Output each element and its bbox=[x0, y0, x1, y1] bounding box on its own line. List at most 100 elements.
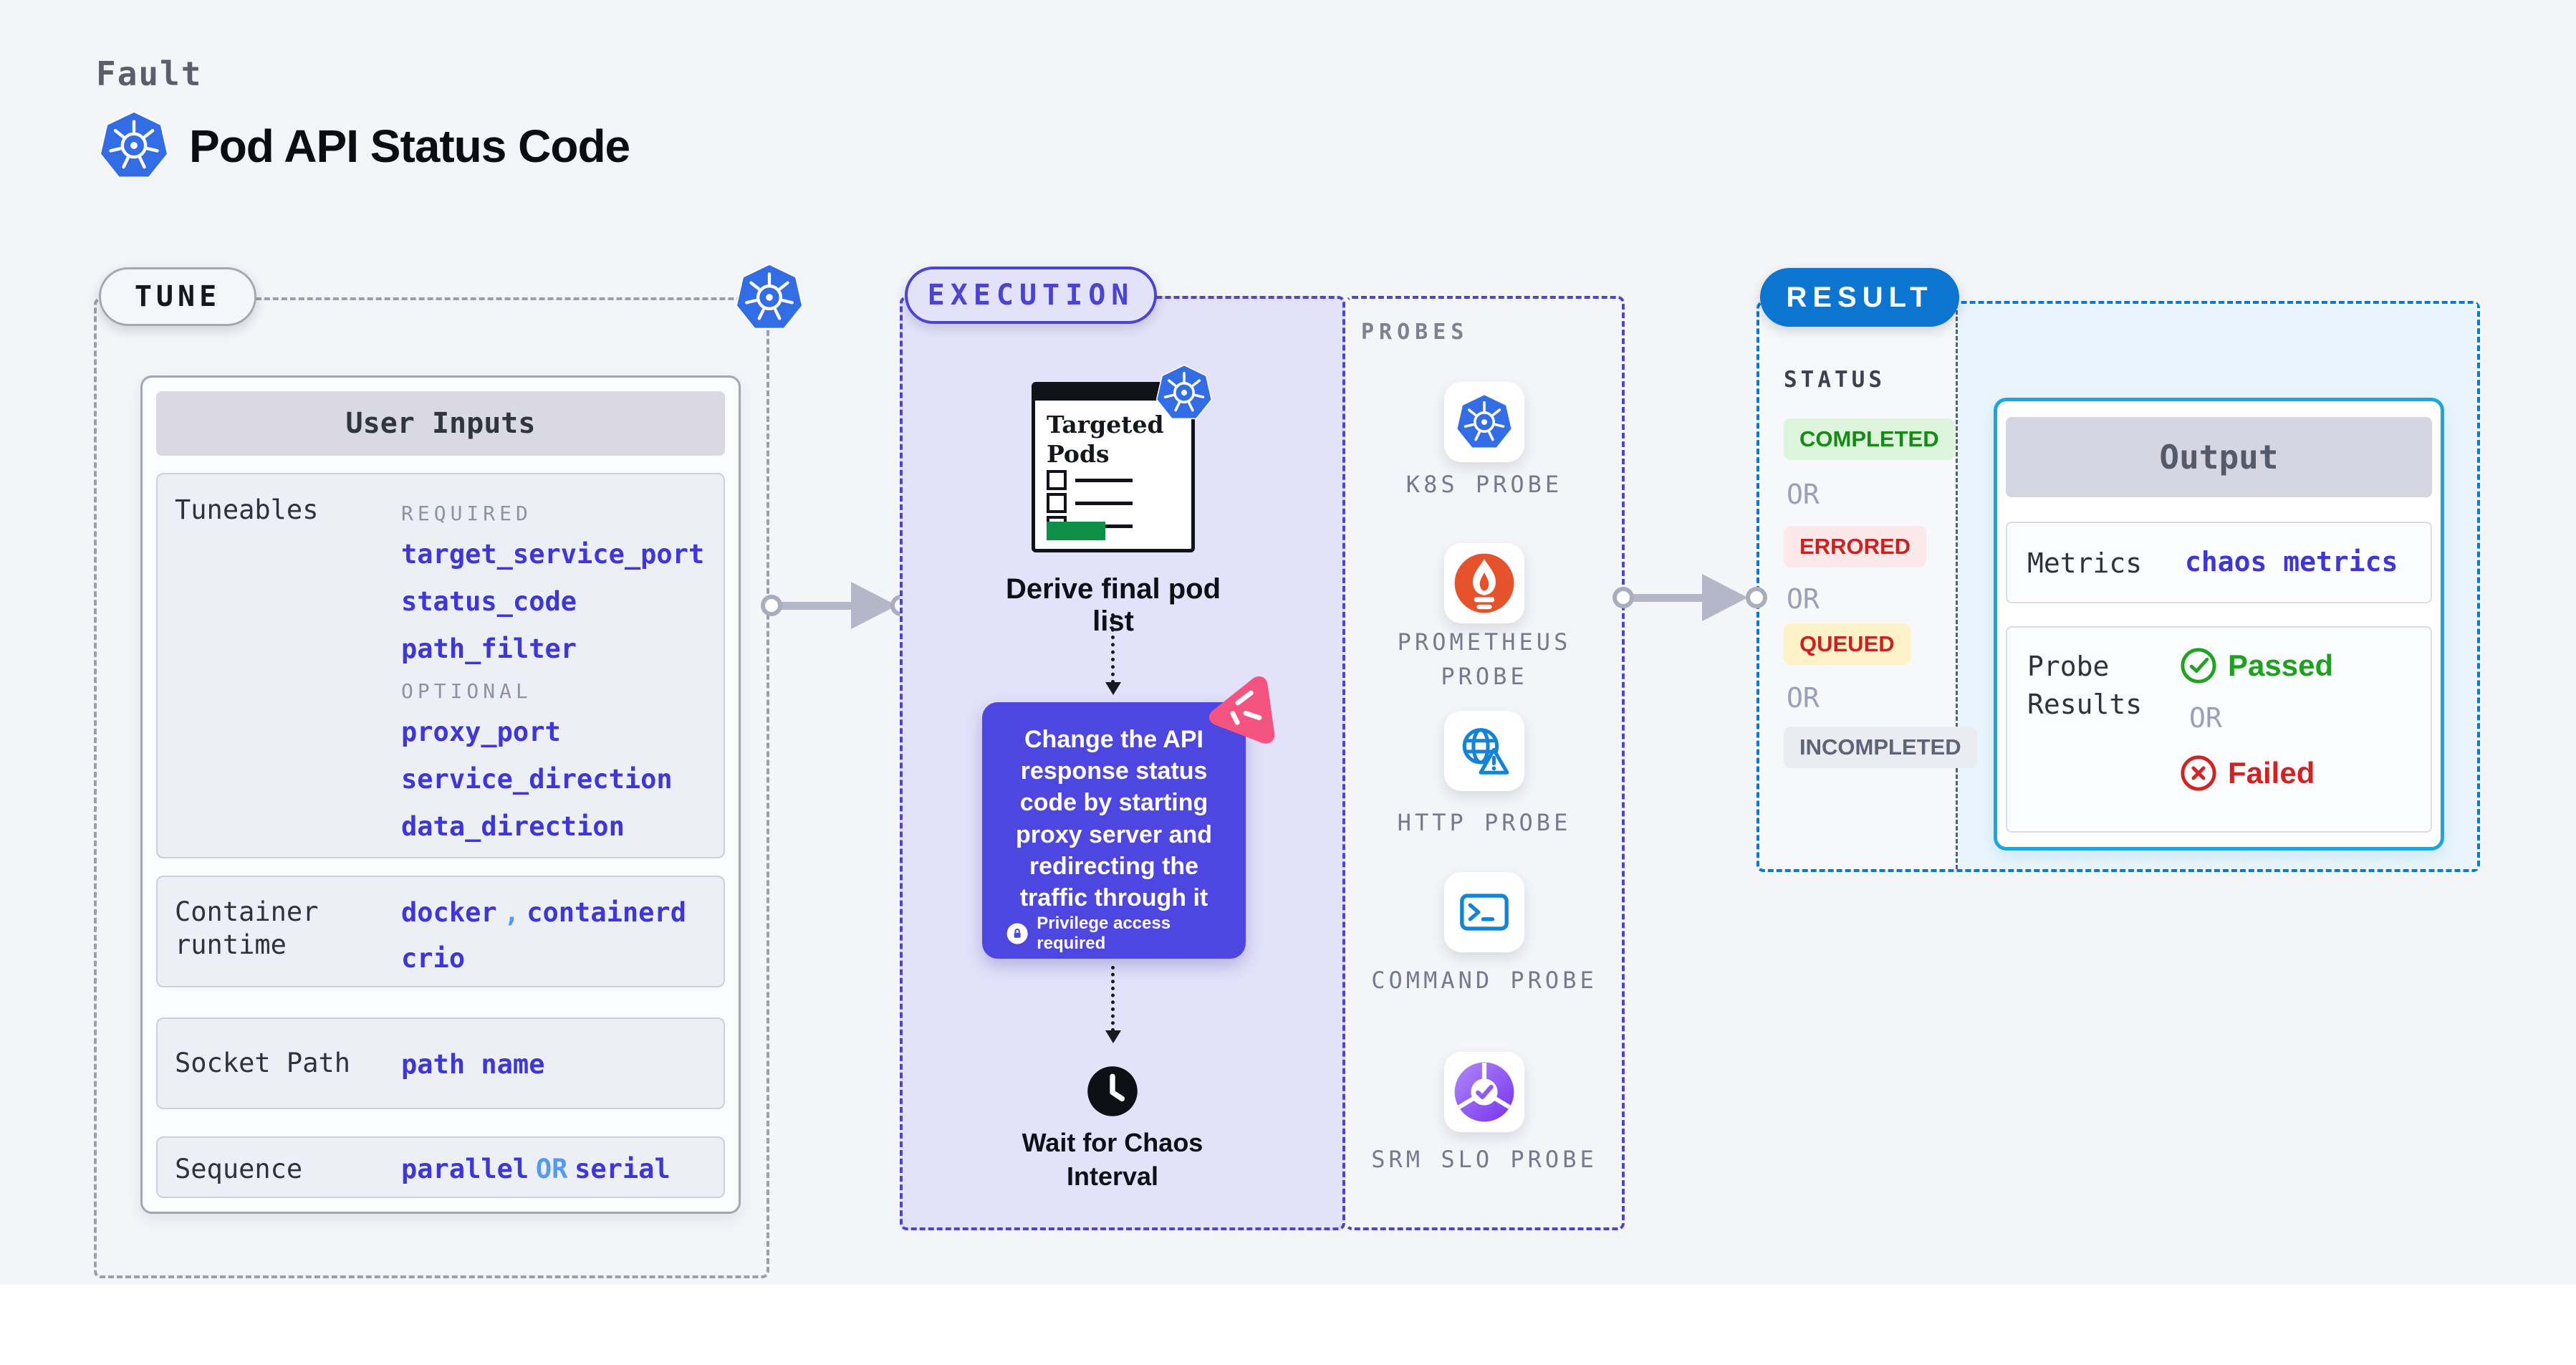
kubernetes-icon bbox=[99, 107, 169, 183]
runtime-value-containerd: containerd bbox=[527, 897, 686, 928]
failed-row: Failed bbox=[2179, 754, 2315, 792]
probes-to-result-arrow bbox=[1623, 594, 1706, 602]
status-chip-completed: COMPLETED bbox=[1784, 418, 1955, 460]
probe-label-prometheus: PROMETHEUS PROBE bbox=[1397, 628, 1572, 690]
sequence-values: parallel OR serial bbox=[401, 1154, 671, 1184]
privilege-label: Privilege access required bbox=[1037, 914, 1171, 954]
list-line bbox=[1075, 478, 1133, 482]
tune-section-outline bbox=[94, 297, 769, 1278]
sequence-value-parallel: parallel bbox=[401, 1154, 529, 1184]
arrow-down-icon bbox=[1105, 1030, 1121, 1043]
flow-connector bbox=[1111, 966, 1115, 1032]
checkbox-icon bbox=[1047, 493, 1067, 513]
sequence-value-serial: serial bbox=[575, 1154, 671, 1184]
window-titlebar bbox=[1034, 385, 1192, 401]
status-or: OR bbox=[1787, 583, 1820, 615]
footer-strip bbox=[0, 1285, 2576, 1365]
probe-card-srm-slo bbox=[1444, 1052, 1524, 1132]
container-runtime-box bbox=[156, 876, 725, 987]
probe-results-or: OR bbox=[2189, 702, 2222, 734]
arrow-head-icon bbox=[1702, 574, 1748, 621]
connector-dot bbox=[761, 595, 782, 616]
tuneables-label: Tuneables bbox=[175, 494, 319, 525]
probe-label-command: COMMAND PROBE bbox=[1371, 967, 1597, 994]
kubernetes-icon bbox=[735, 263, 804, 332]
metrics-value: chaos metrics bbox=[2185, 546, 2398, 578]
probe-results-row: Probe Results Passed OR Failed bbox=[2006, 626, 2432, 833]
kubernetes-icon bbox=[1155, 364, 1213, 421]
tuneable-required-1: status_code bbox=[401, 586, 577, 617]
prometheus-icon bbox=[1453, 552, 1516, 615]
progress-bar bbox=[1047, 522, 1105, 540]
tuneable-optional-0: proxy_port bbox=[401, 717, 561, 747]
tuneables-box bbox=[156, 473, 725, 858]
kubernetes-icon bbox=[1456, 393, 1513, 451]
execution-section-pill: EXECUTION bbox=[905, 267, 1157, 324]
checkbox-icon bbox=[1047, 470, 1067, 490]
pod-list-item bbox=[1047, 493, 1133, 513]
container-runtime-values: docker , containerd bbox=[401, 897, 686, 928]
tune-to-execution-arrow bbox=[772, 602, 856, 610]
arrow-head-icon bbox=[851, 582, 897, 629]
tune-section-pill: TUNE bbox=[99, 267, 256, 326]
arrow-down-icon bbox=[1105, 682, 1121, 695]
runtime-comma: , bbox=[504, 897, 520, 928]
sequence-or: OR bbox=[535, 1154, 568, 1184]
connector-dot bbox=[1613, 587, 1634, 608]
result-section-pill: RESULT bbox=[1760, 268, 1959, 327]
metrics-label: Metrics bbox=[2027, 547, 2143, 579]
status-chip-errored: ERRORED bbox=[1784, 526, 1927, 567]
socket-path-label: Socket Path bbox=[175, 1048, 351, 1078]
targeted-pods-title: Targeted Pods bbox=[1047, 411, 1164, 469]
probes-label: PROBES bbox=[1361, 320, 1469, 345]
derive-pod-list-label: Derive final pod list bbox=[1005, 573, 1221, 637]
socket-path-value: path name bbox=[401, 1049, 545, 1080]
probe-card-k8s bbox=[1444, 382, 1524, 462]
failed-label: Failed bbox=[2228, 756, 2315, 790]
runtime-value-docker: docker bbox=[401, 897, 497, 928]
user-inputs-header: User Inputs bbox=[156, 391, 725, 456]
probe-card-prometheus bbox=[1444, 543, 1524, 623]
probes-section-outline bbox=[1345, 296, 1625, 1230]
passed-row: Passed bbox=[2179, 646, 2333, 685]
runtime-value-crio: crio bbox=[401, 943, 466, 974]
targeted-pods-window: Targeted Pods bbox=[1032, 382, 1195, 552]
tuneable-optional-2: data_direction bbox=[401, 811, 625, 842]
container-runtime-label: Container runtime bbox=[175, 896, 319, 961]
probe-results-label: Probe Results bbox=[2027, 651, 2143, 721]
terminal-icon bbox=[1455, 883, 1514, 942]
connector-dot bbox=[1746, 587, 1767, 608]
output-header: Output bbox=[2006, 417, 2432, 497]
clock-icon bbox=[1086, 1065, 1139, 1118]
check-circle-icon bbox=[2179, 646, 2218, 685]
probe-label-k8s: K8S PROBE bbox=[1405, 471, 1563, 498]
status-or: OR bbox=[1787, 682, 1820, 714]
pod-list-item bbox=[1047, 470, 1133, 490]
output-card: Output Metrics chaos metrics Probe Resul… bbox=[1994, 398, 2444, 851]
list-line bbox=[1075, 501, 1133, 505]
status-chip-incompleted: INCOMPLETED bbox=[1784, 727, 1977, 768]
lock-icon bbox=[1006, 921, 1028, 946]
fault-action-text: Change the API response status code by s… bbox=[1015, 726, 1213, 911]
status-label: STATUS bbox=[1784, 367, 1885, 393]
socket-path-box bbox=[156, 1017, 725, 1109]
fault-action-box: Change the API response status code by s… bbox=[982, 702, 1246, 959]
tuneable-required-0: target_service_port bbox=[401, 539, 705, 570]
privilege-row: Privilege access required bbox=[1006, 914, 1221, 954]
probe-card-http bbox=[1444, 711, 1524, 791]
fault-kicker: Fault bbox=[96, 54, 203, 93]
result-divider bbox=[1956, 304, 1958, 869]
sequence-box bbox=[156, 1136, 725, 1198]
probe-label-http: HTTP PROBE bbox=[1397, 809, 1572, 836]
x-circle-icon bbox=[2179, 754, 2218, 792]
status-or: OR bbox=[1787, 479, 1820, 510]
sequence-label: Sequence bbox=[175, 1154, 303, 1184]
required-label: REQUIRED bbox=[401, 502, 532, 525]
wait-chaos-interval-label: Wait for Chaos Interval bbox=[1022, 1128, 1203, 1191]
passed-label: Passed bbox=[2228, 648, 2334, 682]
flow-connector bbox=[1111, 613, 1115, 684]
metrics-row: Metrics chaos metrics bbox=[2006, 522, 2432, 603]
page-title: Pod API Status Code bbox=[189, 120, 630, 172]
probe-label-srm-slo: SRM SLO PROBE bbox=[1371, 1146, 1597, 1173]
